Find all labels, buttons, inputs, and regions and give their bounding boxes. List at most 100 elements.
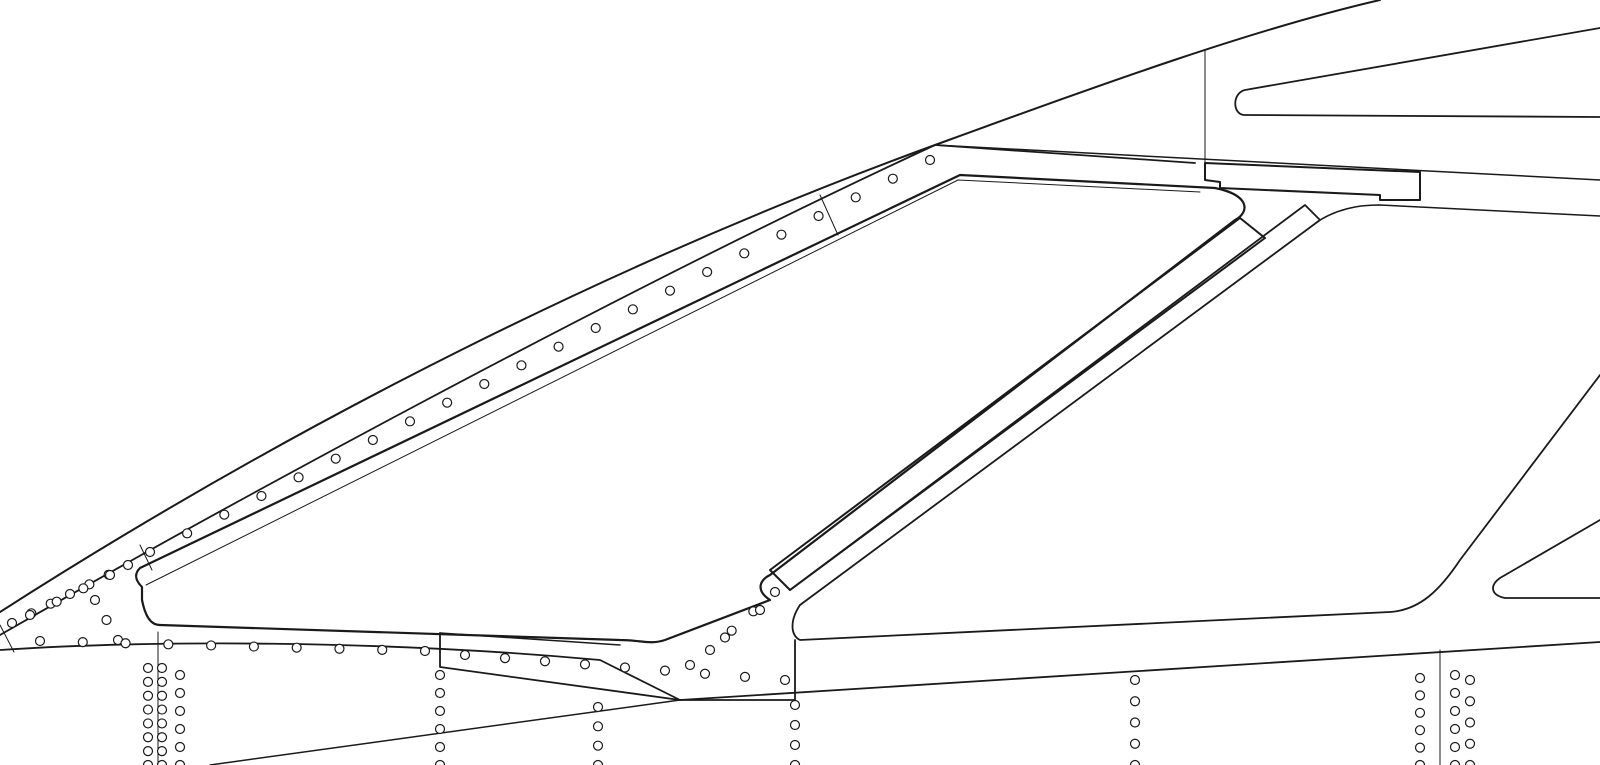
rivet xyxy=(156,704,168,715)
rivet xyxy=(699,668,711,679)
rivet xyxy=(1414,759,1426,765)
rivet xyxy=(89,594,101,606)
rivet xyxy=(142,676,154,687)
rivet xyxy=(142,690,154,701)
rivet xyxy=(659,665,671,676)
rivet xyxy=(174,723,186,735)
rivet xyxy=(789,699,801,711)
rivet xyxy=(1464,696,1476,707)
rivet xyxy=(789,759,801,765)
sill-panel-top xyxy=(439,632,621,646)
rivet xyxy=(1464,738,1476,749)
fuselage-lower-line xyxy=(209,699,681,765)
rivet xyxy=(1464,759,1476,765)
rivet xyxy=(1449,759,1461,765)
rivet xyxy=(156,718,168,729)
rivet xyxy=(850,192,861,203)
rivet xyxy=(704,644,716,656)
rivet xyxy=(434,705,446,717)
rivet xyxy=(142,704,154,715)
rivet xyxy=(142,732,154,743)
rivet xyxy=(459,649,471,661)
rivet xyxy=(1129,738,1141,749)
rivet xyxy=(206,640,217,651)
rivet xyxy=(248,641,259,652)
rivet xyxy=(419,645,431,657)
rivet xyxy=(156,746,168,757)
rivet xyxy=(1449,705,1461,717)
rivet xyxy=(590,322,601,334)
rivet xyxy=(434,741,446,753)
canopy-arch-post-front xyxy=(769,217,1266,591)
rivet xyxy=(1449,723,1461,735)
rivet xyxy=(434,687,446,699)
rivet xyxy=(627,304,638,315)
rivet xyxy=(142,662,154,674)
rivet xyxy=(579,659,591,670)
rivet xyxy=(156,732,168,743)
rivet xyxy=(1414,707,1426,718)
rivet xyxy=(739,671,751,682)
rivet xyxy=(1464,674,1476,686)
rivet xyxy=(156,759,168,765)
rivet xyxy=(78,583,89,594)
rivet xyxy=(156,662,168,674)
rivet xyxy=(702,266,713,278)
rivet xyxy=(101,614,112,626)
frame-joint-front xyxy=(139,544,153,571)
rivet xyxy=(24,609,36,621)
frame-joint-mid xyxy=(819,194,839,236)
rivet xyxy=(434,759,446,765)
rivet xyxy=(726,625,737,636)
rivet xyxy=(592,759,604,765)
rivet xyxy=(34,635,46,647)
rivet xyxy=(1464,717,1476,728)
rivet xyxy=(719,632,731,643)
rivet xyxy=(779,674,791,686)
rivet xyxy=(769,586,781,598)
rivet xyxy=(1449,741,1461,753)
rivet xyxy=(1129,717,1141,728)
canopy-upper-frame-line xyxy=(934,144,1600,181)
rivet xyxy=(377,644,388,655)
rivet xyxy=(174,705,186,717)
rivet xyxy=(592,740,604,751)
rivet xyxy=(120,638,131,649)
rivet xyxy=(64,588,76,600)
canopy-slot xyxy=(1234,27,1600,118)
rivet xyxy=(434,723,446,735)
rivet xyxy=(142,718,154,729)
canopy-arch-post-rear xyxy=(789,204,1321,606)
rivet xyxy=(442,397,453,408)
rivet xyxy=(1129,674,1141,686)
rivet xyxy=(330,453,341,464)
rivet xyxy=(367,434,378,446)
rivet xyxy=(142,759,154,765)
rivet xyxy=(1129,759,1141,765)
rivet xyxy=(499,653,511,664)
rivet xyxy=(739,248,750,259)
fuselage-upper-contour xyxy=(0,0,1381,613)
rivet xyxy=(619,662,631,673)
rear-canopy-lower-contour xyxy=(791,374,1600,641)
rivet xyxy=(1129,696,1141,707)
sill-panel xyxy=(439,632,796,701)
rivet xyxy=(789,719,801,731)
rivet xyxy=(664,285,676,296)
rivet xyxy=(404,416,416,427)
rivet xyxy=(182,528,193,539)
rivet xyxy=(144,546,156,558)
rivet xyxy=(592,701,604,713)
rivet xyxy=(104,569,116,581)
windscreen-glass xyxy=(135,173,1246,644)
rivet xyxy=(553,341,564,352)
rivet xyxy=(539,656,551,667)
rear-window xyxy=(1492,519,1600,599)
rivet xyxy=(1414,742,1426,753)
rivet xyxy=(813,210,824,222)
rivet xyxy=(1449,669,1461,681)
rivet xyxy=(156,690,168,701)
rivet xyxy=(776,229,787,240)
rivet xyxy=(6,617,18,629)
